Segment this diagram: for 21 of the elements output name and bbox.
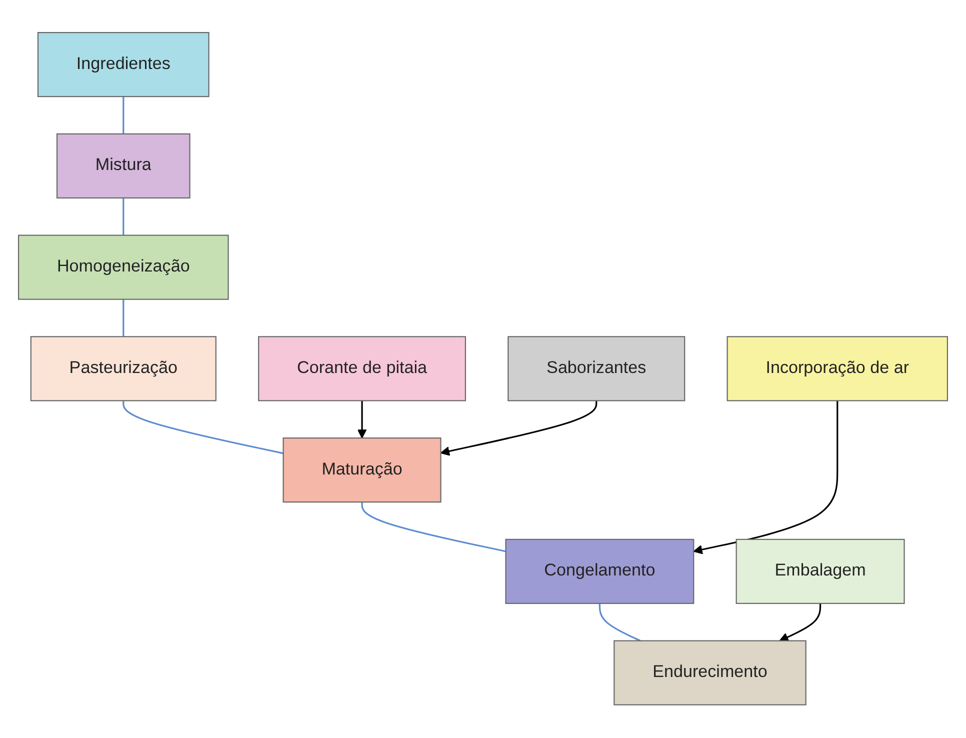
connector	[361, 502, 506, 552]
connector	[122, 96, 124, 134]
connector	[598, 604, 641, 642]
node-box: Pasteurização	[30, 336, 216, 402]
arrow	[693, 401, 838, 555]
node-box: Ingredientes	[37, 32, 210, 98]
connector	[122, 300, 124, 337]
node-box: Corante de pitaia	[258, 336, 466, 402]
connector	[122, 401, 284, 454]
arrow	[779, 604, 822, 642]
node-box: Embalagem	[736, 539, 905, 604]
connector	[122, 198, 124, 236]
arrow	[440, 401, 598, 456]
node-box: Maturação	[282, 438, 442, 503]
node-box: Congelamento	[505, 539, 694, 604]
arrow	[357, 401, 367, 439]
node-box: Mistura	[56, 134, 190, 199]
node-box: Homogeneização	[18, 235, 229, 300]
node-box: Endurecimento	[614, 640, 806, 706]
node-box: Saborizantes	[508, 336, 686, 402]
node-box: Incorporação de ar	[726, 336, 948, 402]
